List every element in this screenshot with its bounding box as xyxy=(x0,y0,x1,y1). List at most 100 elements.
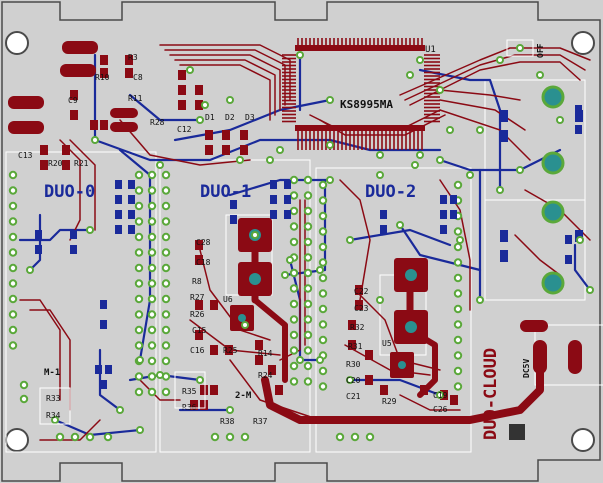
component-label-c8: C8 xyxy=(133,73,143,82)
smd-pad xyxy=(270,180,277,189)
header-pin xyxy=(8,310,18,319)
via xyxy=(536,71,544,79)
component-label-r3: R3 xyxy=(128,53,138,62)
header-pin xyxy=(147,310,157,319)
smd-pad xyxy=(178,85,186,95)
component-label-r11: R11 xyxy=(128,94,143,103)
component-label-d3: D3 xyxy=(245,113,255,122)
header-pin xyxy=(161,201,171,211)
component-label-c16: C16 xyxy=(190,346,205,355)
component-label-c22: C22 xyxy=(354,287,369,296)
smd-pad xyxy=(40,160,48,170)
smd-pad xyxy=(380,210,387,219)
header-pin xyxy=(161,217,171,226)
component-label-r8: R8 xyxy=(192,277,202,286)
header-pin xyxy=(161,186,171,195)
via xyxy=(226,96,234,104)
via xyxy=(376,151,384,159)
smd-pad xyxy=(115,195,122,204)
chip-u1: KS8995MA U1 xyxy=(282,38,440,150)
smd-pad xyxy=(205,145,213,155)
smd-pad xyxy=(450,210,457,219)
smd-pad xyxy=(284,210,291,219)
smd-pad xyxy=(240,145,248,155)
header-pin xyxy=(147,232,157,242)
header-pin xyxy=(134,217,144,226)
smd-pad xyxy=(348,340,356,350)
header-pin xyxy=(134,186,144,195)
smd-pad xyxy=(100,380,107,389)
component-label-r38: R38 xyxy=(220,417,235,426)
via xyxy=(416,151,424,159)
header-pin xyxy=(318,180,328,190)
header-pin xyxy=(134,325,144,335)
smd-pad xyxy=(205,130,213,140)
header-pin xyxy=(289,377,299,386)
header-pin xyxy=(147,294,157,304)
component-label-d2: D2 xyxy=(225,113,235,122)
component-label-r37: R37 xyxy=(253,417,268,426)
smd-pad xyxy=(450,195,457,204)
component-label-r33: R33 xyxy=(46,394,61,403)
via xyxy=(136,356,144,364)
header-pin xyxy=(8,294,18,304)
smd-pad xyxy=(100,68,108,78)
header-pin xyxy=(8,248,18,257)
smd-pad xyxy=(420,385,428,395)
smd-pad xyxy=(62,145,70,155)
header-pins xyxy=(8,170,463,442)
smd-pad xyxy=(128,180,135,189)
component-label-r10: R10 xyxy=(95,73,110,82)
header-pin xyxy=(161,310,171,319)
component-label-r21: R21 xyxy=(74,159,89,168)
smd-pad xyxy=(128,210,135,219)
duo0-label: DUO-0 xyxy=(44,182,95,202)
smd-pad xyxy=(222,145,230,155)
via xyxy=(346,236,354,244)
header-pin xyxy=(19,394,29,404)
smd-pads-bottom xyxy=(35,105,582,389)
smd-pad xyxy=(70,245,77,254)
header-pin xyxy=(318,289,328,298)
header-pin xyxy=(147,387,157,397)
header-pin xyxy=(8,186,18,195)
smd-pad xyxy=(35,245,42,254)
via xyxy=(91,136,99,144)
smd-pad xyxy=(128,225,135,234)
board-labels: DUO-0 DUO-1 DUO-2 DUO-CLOUD OFF DC5V M-1… xyxy=(44,43,545,440)
smd-pad xyxy=(575,105,582,114)
header-pin xyxy=(303,315,313,324)
via xyxy=(116,406,124,414)
via xyxy=(236,156,244,164)
header-pin xyxy=(350,432,360,442)
smd-pad xyxy=(40,145,48,155)
smd-pad xyxy=(284,195,291,204)
header-pin xyxy=(318,227,328,236)
smd-pads-top xyxy=(40,55,458,410)
via xyxy=(286,256,294,264)
smd-pad xyxy=(195,255,203,265)
header-pin xyxy=(147,248,157,257)
smd-pad xyxy=(380,385,388,395)
header-pin xyxy=(303,268,313,278)
header-pin xyxy=(8,325,18,335)
smd-pad xyxy=(255,355,263,365)
via xyxy=(266,156,274,164)
smd-pad xyxy=(125,55,133,65)
header-pin xyxy=(318,242,328,252)
header-pin xyxy=(303,206,313,216)
smd-pad xyxy=(195,85,203,95)
smd-pad xyxy=(380,225,387,234)
header-pin xyxy=(318,258,328,267)
via xyxy=(326,176,334,184)
header-pin xyxy=(161,387,171,397)
mount-hole xyxy=(5,428,29,452)
header-pin xyxy=(303,284,313,293)
via xyxy=(586,286,594,294)
header-pin xyxy=(453,382,463,391)
smd-pad xyxy=(348,320,356,330)
via xyxy=(86,226,94,234)
chip-ref-label: U1 xyxy=(425,45,436,55)
logo-badge xyxy=(509,424,525,440)
